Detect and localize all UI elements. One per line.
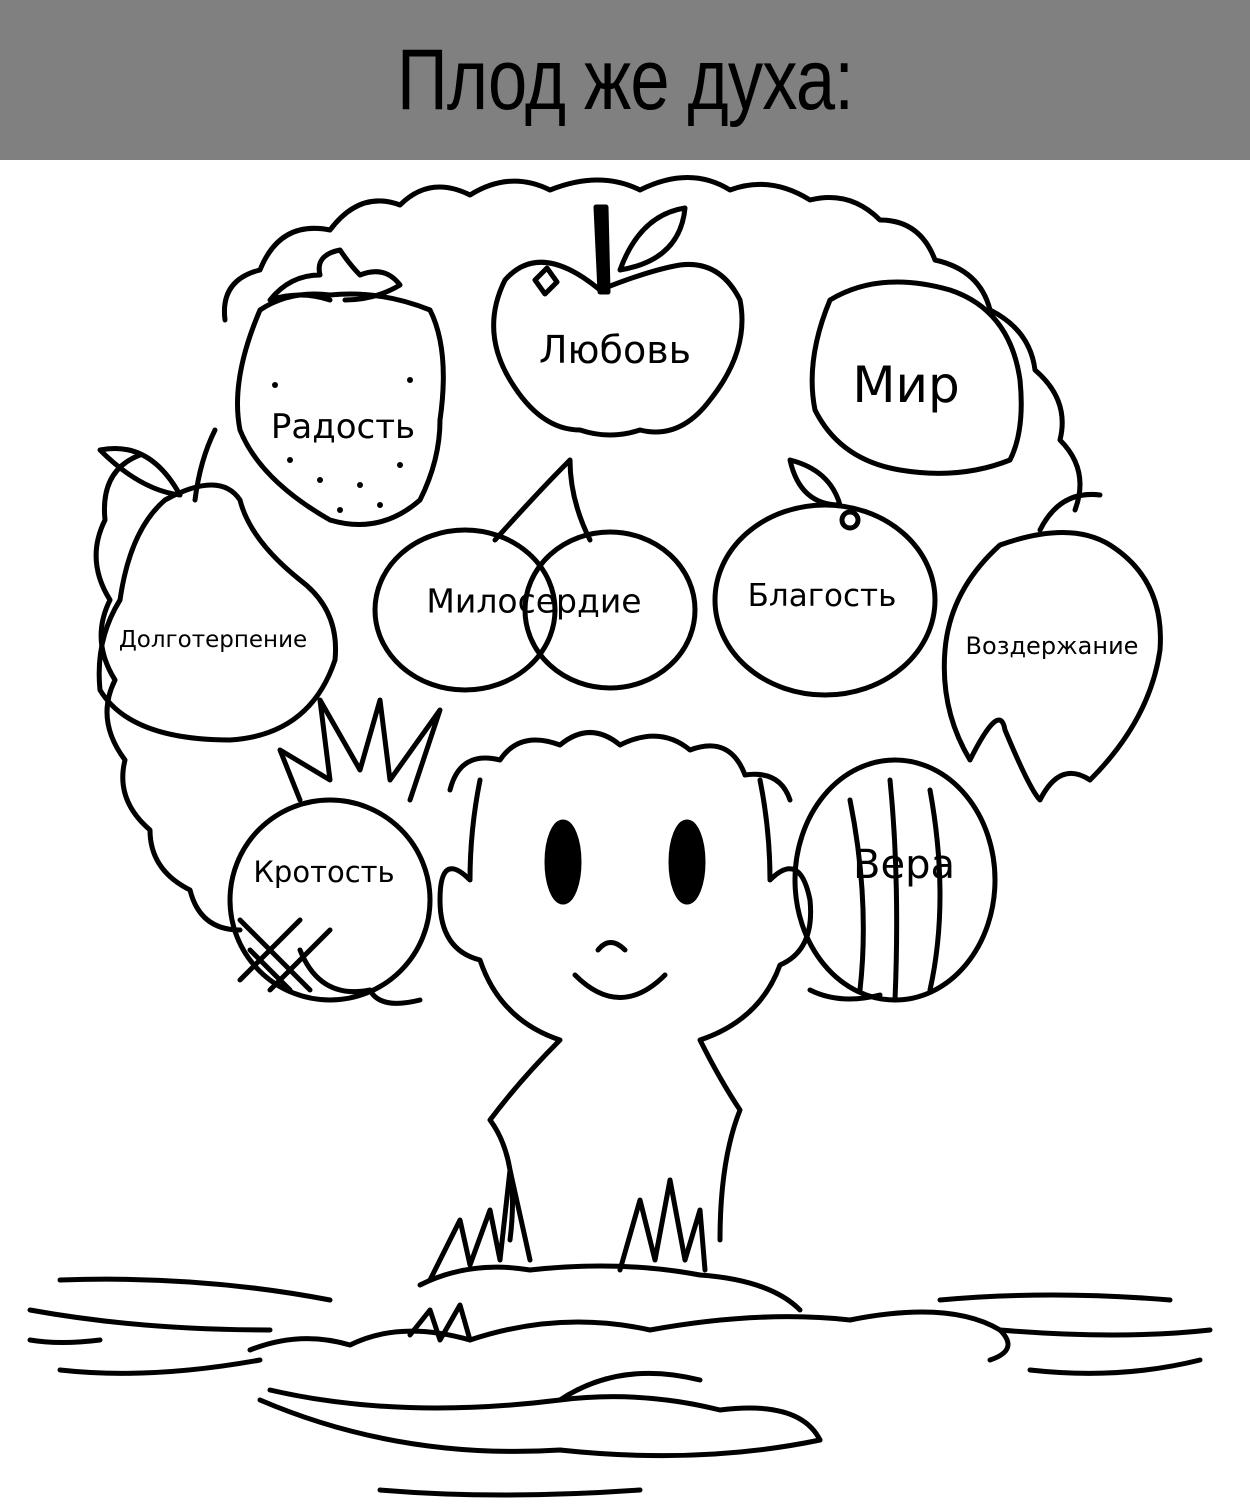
title-banner: Плод же духа: xyxy=(0,0,1250,160)
lemon-fruit xyxy=(809,279,1024,476)
pear-fruit xyxy=(96,427,339,743)
orange-fruit xyxy=(712,457,938,698)
tree-illustration xyxy=(27,175,1213,1498)
fruit-label-strawberry: Радость xyxy=(270,407,416,447)
pineapple-fruit xyxy=(227,697,443,1003)
fruit-label-cherries: Милосердие xyxy=(426,581,642,621)
fruit-label-banana: Воздержание xyxy=(965,632,1139,660)
melon-fruit xyxy=(792,757,998,1003)
fruit-label-melon: Вера xyxy=(853,842,955,888)
fruit-label-pineapple: Кротость xyxy=(253,855,395,889)
tree-face xyxy=(437,777,814,1243)
ground xyxy=(27,1167,1213,1498)
fruit-label-apple: Любовь xyxy=(538,328,692,372)
page-title: Плод же духа: xyxy=(396,31,854,128)
apple-fruit xyxy=(491,204,745,438)
fruit-label-pear: Долготерпение xyxy=(118,627,308,653)
fruit-label-orange: Благость xyxy=(747,578,897,614)
cherries-fruit xyxy=(372,457,698,693)
strawberry-fruit xyxy=(235,247,446,527)
fruit-label-lemon: Мир xyxy=(852,356,960,414)
banana-fruit xyxy=(941,491,1163,803)
